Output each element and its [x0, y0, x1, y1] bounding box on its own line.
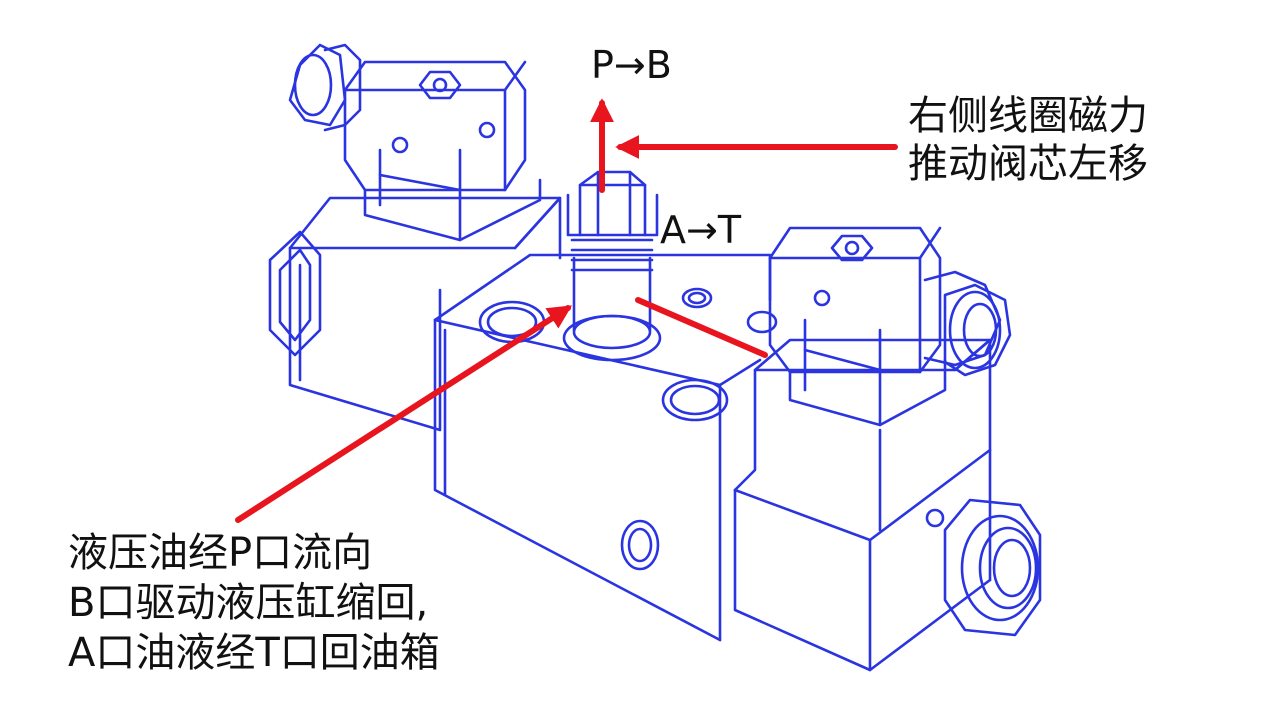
arrow-pointer-left	[235, 305, 573, 523]
annotation-left-line-1: 液压油经P口流向	[68, 530, 373, 576]
right-connector	[768, 226, 1012, 427]
left-solenoid	[268, 196, 562, 432]
arrow-a-to-t	[635, 297, 768, 358]
spool-fitting	[562, 170, 662, 362]
annotation-right-line-1: 右侧线圈磁力	[908, 93, 1148, 139]
flow-label-p-to-b: P→B	[591, 43, 672, 87]
annotation-left-line-3: A口油液经T口回油箱	[68, 630, 440, 676]
right-solenoid	[733, 338, 1042, 672]
valve-body	[433, 253, 778, 642]
flow-label-a-to-t: A→T	[660, 208, 742, 252]
annotation-left-line-2: B口驱动液压缸缩回,	[68, 580, 429, 626]
annotation-right: 右侧线圈磁力 推动阀芯左移	[908, 92, 1148, 188]
left-connector	[288, 43, 542, 242]
annotation-right-line-2: 推动阀芯左移	[908, 141, 1148, 187]
annotation-left: 液压油经P口流向 B口驱动液压缸缩回, A口油液经T口回油箱	[68, 528, 440, 678]
